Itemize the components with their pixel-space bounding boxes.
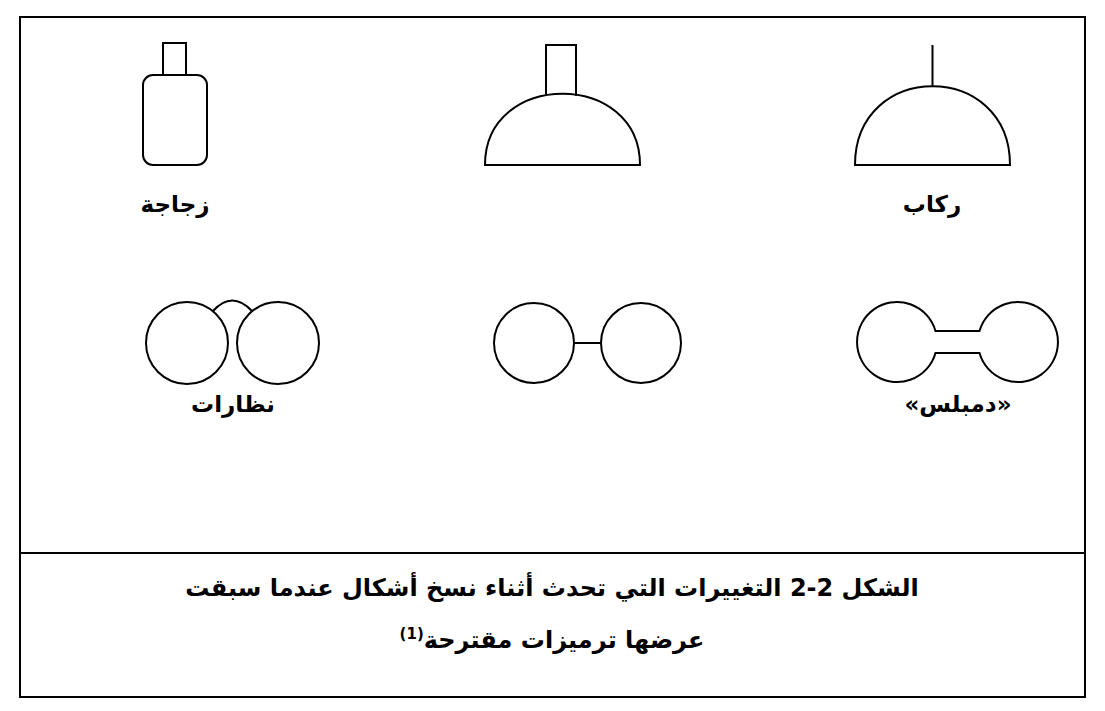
shape-label: زجاجة (141, 191, 210, 219)
dome-with-neck-shape (485, 45, 640, 165)
shape-label: نظارات (191, 391, 275, 419)
figure-frame (20, 17, 1085, 697)
eyeglasses-shape (146, 301, 319, 385)
dumbbell-shape (857, 302, 1058, 382)
figure-caption: الشكل 2-2 التغييرات التي تحدث أثناء نسخ … (185, 574, 918, 654)
bottle-shape (143, 43, 207, 165)
shape-label: ركاب (903, 191, 961, 219)
figure-caption-block: الشكل 2-2 التغييرات التي تحدث أثناء نسخ … (142, 562, 962, 666)
footnote-mark: (1) (400, 625, 424, 643)
stirrup-shape (855, 45, 1010, 165)
caption-divider (20, 552, 1085, 554)
circles-with-line-shape (494, 303, 681, 383)
shape-label: «دمبلس» (904, 391, 1011, 419)
